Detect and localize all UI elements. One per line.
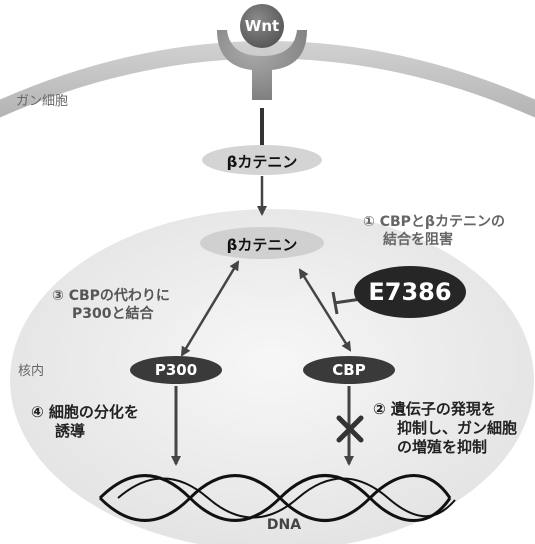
nucleus-label: 核内 (18, 364, 45, 379)
e7386-compound (354, 266, 466, 318)
wnt-receptor (217, 30, 307, 100)
annotation-step4: ④ 細胞の分化を 誘導 (31, 403, 139, 441)
annotation-step4-line2: 誘導 (55, 421, 86, 440)
beta-catenin-cytoplasm (202, 145, 322, 175)
nucleus (10, 209, 534, 544)
dna-label: DNA (266, 517, 302, 533)
p300-pill (130, 356, 222, 384)
e7386-label: E7386 (368, 278, 452, 306)
arrow-p300-betacatenin (180, 260, 240, 357)
annotation-step2-line1: ② 遺伝子の発現を (373, 400, 496, 418)
annotation-step1-line1: ① CBPとβカテニンの (363, 214, 505, 230)
annotation-step1-line2: 結合を阻害 (383, 231, 453, 248)
wnt-label: Wnt (244, 17, 280, 35)
cancer-cell-label: ガン細胞 (16, 94, 69, 109)
annotation-step2-line2: 抑制し、ガン細胞 (397, 418, 518, 437)
dna-helix (98, 474, 456, 522)
cbp-pill (303, 356, 395, 384)
beta-catenin-nucleus-label: βカテニン (226, 236, 298, 254)
inhibition-bar (331, 291, 339, 315)
beta-catenin-nucleus (200, 227, 324, 259)
annotation-step4-line1: ④ 細胞の分化を (31, 403, 139, 421)
annotation-step3: ③ CBPの代わりに P300と結合 (52, 288, 170, 323)
cbp-label: CBP (332, 361, 366, 379)
beta-catenin-cytoplasm-label: βカテニン (226, 153, 298, 171)
annotation-step2-line3: の増殖を抑制 (397, 437, 488, 456)
annotation-step3-line2: P300と結合 (72, 305, 154, 322)
cell-membrane (0, 41, 535, 118)
p300-label: P300 (154, 361, 198, 379)
annotation-step1: ① CBPとβカテニンの 結合を阻害 (363, 214, 505, 249)
blocked-x-mark (336, 415, 364, 443)
annotation-step3-line1: ③ CBPの代わりに (52, 288, 170, 304)
wnt-ligand (240, 4, 284, 48)
arrow-cbp-betacatenin (298, 268, 352, 352)
annotation-step2: ② 遺伝子の発現を 抑制し、ガン細胞 の増殖を抑制 (373, 400, 517, 456)
